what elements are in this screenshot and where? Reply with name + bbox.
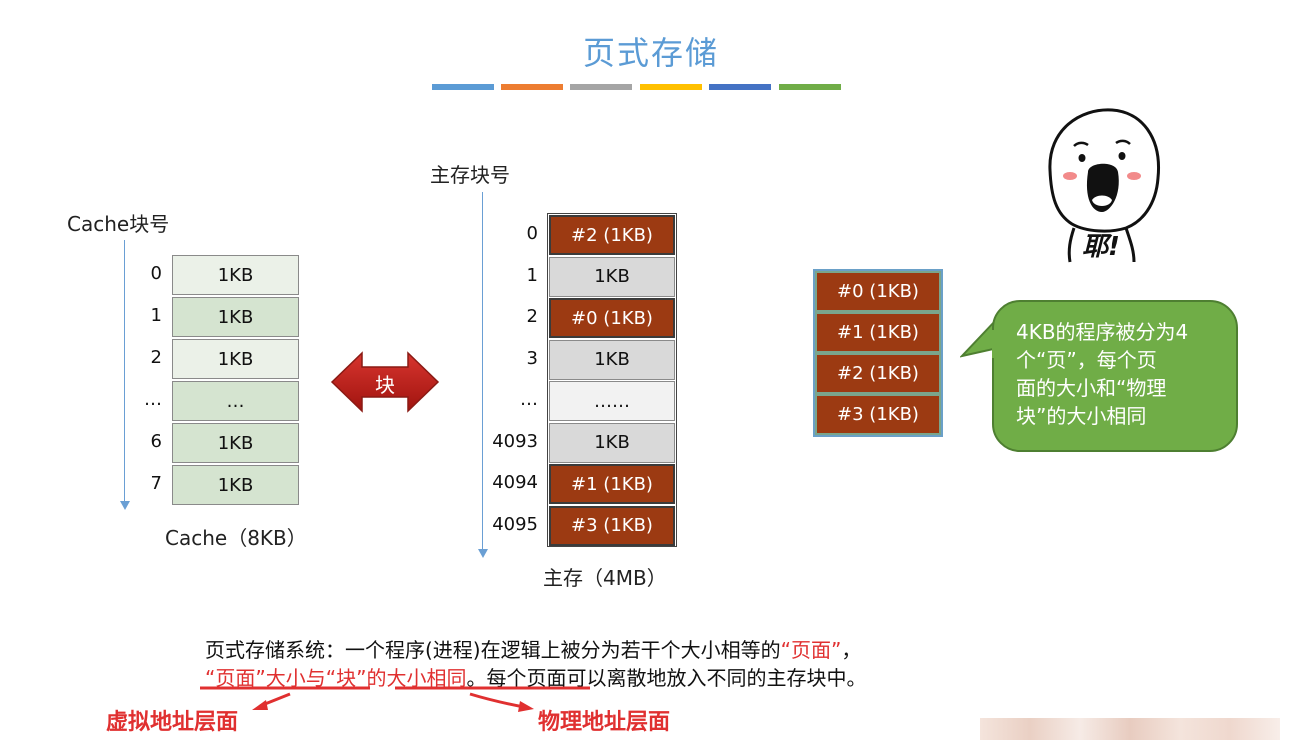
description-line-2-end: 。每个页面可以离散地放入不同的主存块中。	[466, 666, 867, 690]
title-bar-segment-6	[779, 84, 841, 90]
shouting-face-icon	[1048, 108, 1161, 263]
program-pages-frame	[813, 269, 943, 437]
annotation-arrows	[200, 686, 590, 712]
blurred-watermark	[980, 718, 1280, 740]
memory-header: 主存块号	[430, 163, 510, 187]
description-line-1-highlight: “页面”	[780, 638, 842, 662]
memory-axis-line	[482, 192, 483, 550]
virtual-address-label: 虚拟地址层面	[106, 710, 239, 735]
memory-row-index: 1	[526, 264, 538, 286]
cache-row-cell: 1KB	[172, 339, 299, 379]
memory-row-index: 4094	[492, 472, 538, 493]
double-arrow-icon	[330, 351, 440, 413]
description-line-2-part-2: “块”的大小相同	[325, 666, 467, 690]
bubble-line-4: 块”的大小相同	[1016, 404, 1147, 428]
memory-row-index: 4095	[492, 513, 538, 535]
memory-page-block: #1 (1KB)	[549, 464, 675, 504]
memory-row-index: 4093	[492, 430, 538, 452]
cache-axis-arrow-icon	[119, 501, 130, 510]
bubble-line-3: 面的大小和“物理	[1016, 376, 1167, 400]
memory-table-frame	[547, 213, 677, 547]
description-line-1: 页式存储系统：一个程序(进程)在逻辑上被分为若干个大小相等的“页面”，	[205, 634, 861, 663]
cache-caption: Cache（8KB）	[165, 526, 307, 550]
cache-row-index: 7	[150, 473, 162, 494]
title-bar-segment-5	[709, 84, 771, 90]
bubble-line-1: 4KB的程序被分为4	[1016, 320, 1189, 344]
memory-row-index: 3	[526, 347, 538, 369]
physical-address-label: 物理地址层面	[538, 710, 671, 735]
memory-page-block: #3 (1KB)	[549, 505, 675, 546]
memory-caption: 主存（4MB）	[543, 566, 667, 590]
description-line-2: “页面”大小与“块”的大小相同。每个页面可以离散地放入不同的主存块中。	[205, 662, 866, 691]
bubble-tail-seam	[992, 330, 998, 358]
description-line-1-text: 页式存储系统：一个程序(进程)在逻辑上被分为若干个大小相等的	[205, 638, 781, 662]
memory-page-block: #2 (1KB)	[549, 215, 675, 255]
bubble-line-2: 个“页”，每个页	[1016, 348, 1157, 372]
memory-row-cell: 1KB	[549, 256, 675, 297]
cache-header: Cache块号	[67, 212, 170, 236]
speech-bubble: 4KB的程序被分为4 个“页”，每个页 面的大小和“物理 块”的大小相同	[992, 300, 1238, 452]
meme-text: 耶!	[1082, 232, 1120, 262]
cache-row-index: 6	[150, 431, 162, 452]
program-page-0: #0 (1KB)	[815, 271, 941, 312]
cache-row-index: …	[144, 389, 162, 410]
memory-row-index: 0	[526, 223, 538, 244]
cache-row-cell: 1KB	[172, 297, 299, 337]
description-line-1-end: ，	[841, 638, 862, 662]
cache-row-cell: 1KB	[172, 423, 299, 463]
cache-row-index: 2	[150, 347, 162, 368]
memory-row-cell: 1KB	[549, 339, 675, 380]
program-page-1: #1 (1KB)	[815, 312, 941, 353]
memory-page-block: #0 (1KB)	[549, 298, 675, 338]
cache-axis-line	[124, 240, 125, 502]
title-bar-segment-1	[432, 84, 494, 90]
cache-row-index: 1	[150, 305, 162, 326]
program-page-3: #3 (1KB)	[815, 394, 941, 435]
title-bar-segment-4	[640, 84, 702, 90]
cache-row-cell: 1KB	[172, 255, 299, 295]
memory-row-cell: 1KB	[549, 422, 675, 463]
memory-row-cell: ……	[549, 381, 675, 421]
title-bar-segment-2	[501, 84, 563, 90]
cache-row-index: 0	[150, 263, 162, 284]
memory-axis-arrow-icon	[477, 549, 488, 558]
memory-row-index: …	[520, 389, 538, 410]
memory-row-index: 2	[526, 306, 538, 327]
program-page-2: #2 (1KB)	[815, 353, 941, 394]
cache-row-cell: 1KB	[172, 465, 299, 505]
double-arrow-label: 块	[375, 373, 395, 397]
page-title: 页式存储	[582, 34, 719, 72]
cache-row-cell: …	[172, 381, 299, 421]
description-line-2-part-1: “页面”大小与	[205, 666, 326, 690]
title-bar-segment-3	[570, 84, 632, 90]
